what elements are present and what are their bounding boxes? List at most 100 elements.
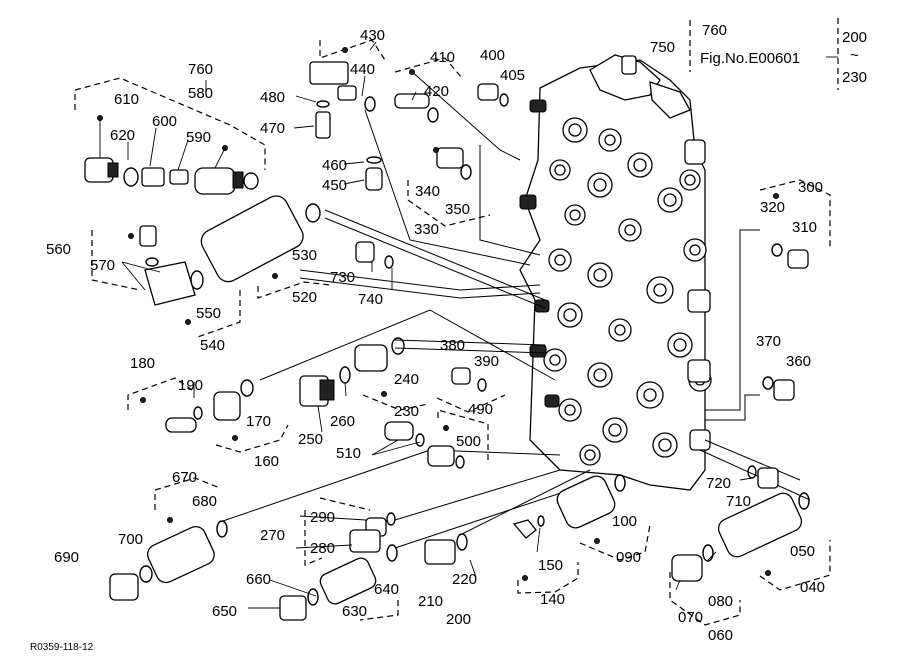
reference-note: 760 Fig.No.E00601 200 ~ 230 [700, 22, 867, 86]
label-240: 240 [394, 371, 419, 388]
label-500: 500 [456, 433, 481, 450]
component-630-group [279, 544, 399, 621]
label-230: 230 [394, 403, 419, 420]
label-750: 750 [650, 39, 675, 56]
label-710: 710 [726, 493, 751, 510]
label-360: 360 [786, 353, 811, 370]
component-610-group [74, 77, 266, 195]
component-710-group [747, 465, 779, 489]
label-410: 410 [430, 49, 455, 66]
label-480: 480 [260, 89, 285, 106]
component-220-group [424, 533, 468, 565]
label-140: 140 [540, 591, 565, 608]
label-300: 300 [798, 179, 823, 196]
label-700: 700 [118, 531, 143, 548]
label-440: 440 [350, 61, 375, 78]
label-660: 660 [246, 571, 271, 588]
label-590: 590 [186, 129, 211, 146]
label-080: 080 [708, 593, 733, 610]
reference-range-to: 230 [842, 69, 867, 86]
label-280: 280 [310, 540, 335, 557]
label-430: 430 [360, 27, 385, 44]
label-330: 330 [414, 221, 439, 238]
label-490: 490 [468, 401, 493, 418]
label-405: 405 [500, 67, 525, 84]
label-450: 450 [322, 177, 347, 194]
label-040: 040 [800, 579, 825, 596]
label-370: 370 [756, 333, 781, 350]
component-330-group [407, 147, 491, 227]
reference-fig-number: Fig.No.E00601 [700, 50, 800, 67]
reference-bracket [689, 18, 839, 90]
component-500-group [384, 409, 489, 469]
label-100: 100 [612, 513, 637, 530]
label-290: 290 [310, 509, 335, 526]
label-060: 060 [708, 627, 733, 644]
component-230-group [354, 337, 429, 411]
component-140-group [512, 515, 579, 594]
label-400: 400 [480, 47, 505, 64]
label-160: 160 [254, 453, 279, 470]
component-270-group [304, 497, 396, 566]
part-labels: 760 580 610 620 600 590 430 440 410 420 … [46, 27, 825, 644]
label-530: 530 [292, 247, 317, 264]
label-670: 670 [172, 469, 197, 486]
label-310: 310 [792, 219, 817, 236]
component-670-group [109, 477, 228, 601]
label-200: 200 [446, 611, 471, 628]
label-320: 320 [760, 199, 785, 216]
label-350: 350 [445, 201, 470, 218]
label-760-top: 760 [188, 61, 213, 78]
label-220: 220 [452, 571, 477, 588]
label-690: 690 [54, 549, 79, 566]
label-550: 550 [196, 305, 221, 322]
label-050: 050 [790, 543, 815, 560]
label-390: 390 [474, 353, 499, 370]
label-340: 340 [415, 183, 440, 200]
component-360-group [762, 376, 795, 401]
label-520: 520 [292, 289, 317, 306]
component-540-group [194, 290, 241, 339]
reference-range-tilde: ~ [850, 47, 859, 64]
label-680: 680 [192, 493, 217, 510]
label-720: 720 [706, 475, 731, 492]
label-470: 470 [260, 120, 285, 137]
label-510: 510 [336, 445, 361, 462]
label-610: 610 [114, 91, 139, 108]
label-380: 380 [440, 337, 465, 354]
label-600: 600 [152, 113, 177, 130]
component-300-group [759, 179, 831, 269]
component-730-group [257, 241, 394, 299]
label-190: 190 [178, 377, 203, 394]
drawing-code: R0359-118-12 [30, 642, 94, 653]
label-740: 740 [358, 291, 383, 308]
label-070: 070 [678, 609, 703, 626]
component-560-group [91, 195, 321, 325]
leader-lines [121, 41, 753, 609]
label-210: 210 [418, 593, 443, 610]
label-620: 620 [110, 127, 135, 144]
component-430-group [309, 39, 386, 191]
label-650: 650 [212, 603, 237, 620]
label-150: 150 [538, 557, 563, 574]
pipe-lines [219, 69, 811, 549]
label-570: 570 [90, 257, 115, 274]
label-730: 730 [330, 269, 355, 286]
component-180-group [127, 377, 289, 453]
label-270: 270 [260, 527, 285, 544]
label-540: 540 [200, 337, 225, 354]
label-580: 580 [188, 85, 213, 102]
label-640: 640 [374, 581, 399, 598]
label-170: 170 [246, 413, 271, 430]
component-410-group [394, 57, 509, 123]
label-630: 630 [342, 603, 367, 620]
label-420: 420 [424, 83, 449, 100]
component-090-group [556, 474, 651, 561]
reference-range-from: 200 [842, 29, 867, 46]
label-250: 250 [298, 431, 323, 448]
component-490-group [436, 367, 506, 413]
label-260: 260 [330, 413, 355, 430]
component-040-group [669, 492, 831, 626]
label-090: 090 [616, 549, 641, 566]
